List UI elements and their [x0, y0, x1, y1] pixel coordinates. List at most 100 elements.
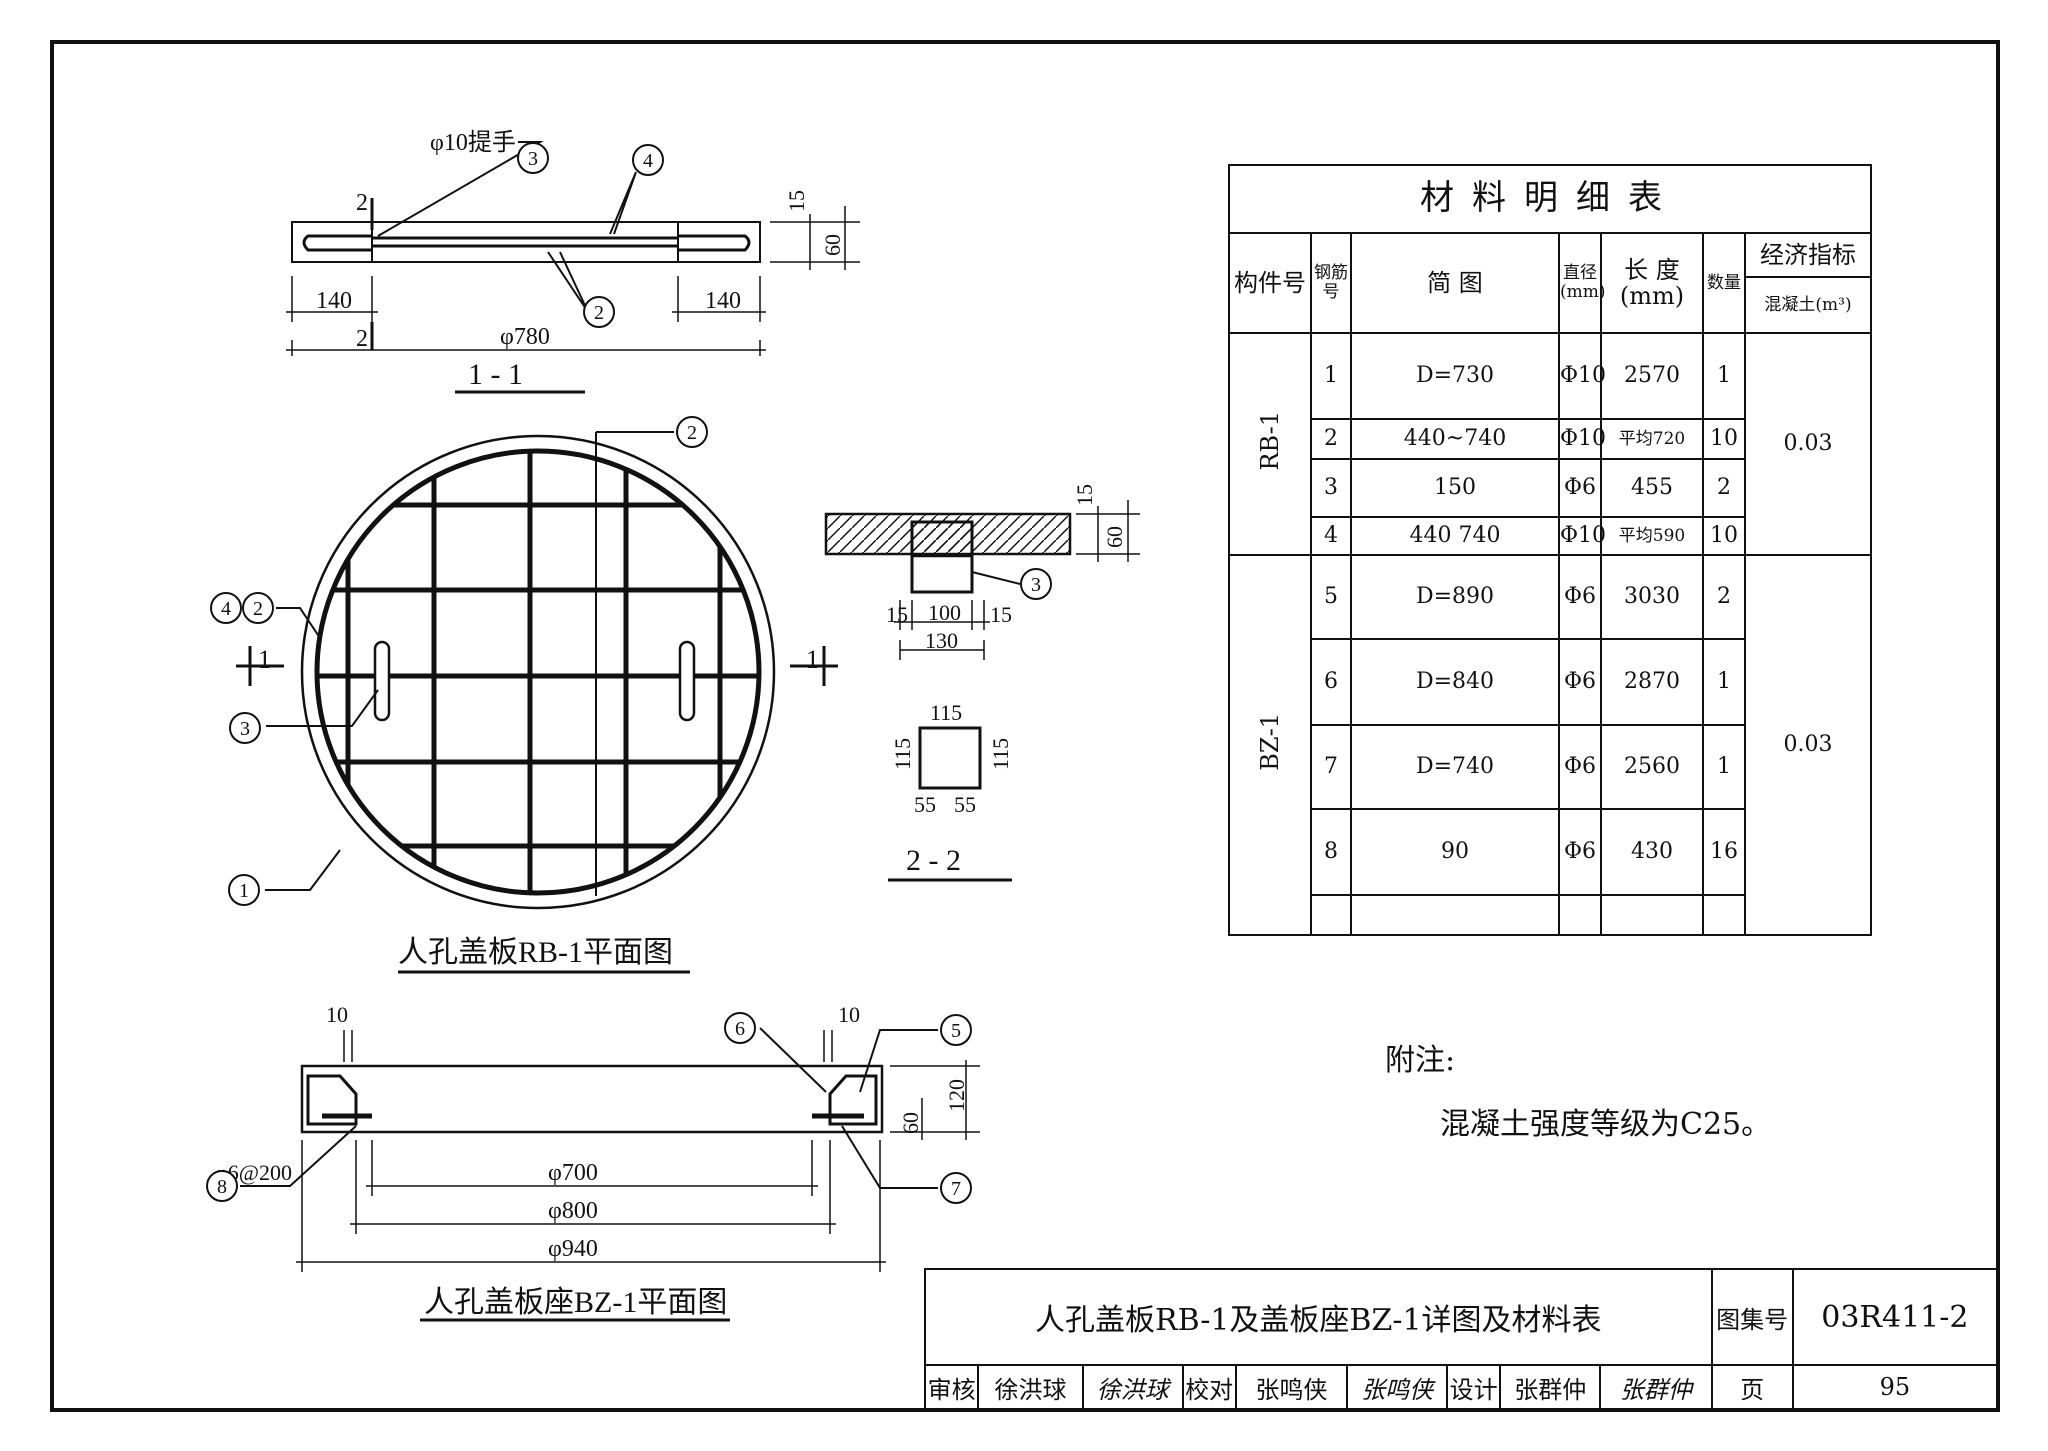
section-2-2-view	[824, 500, 1140, 882]
quantity: 1	[1702, 638, 1746, 726]
cut-mark-2-top: 2	[356, 190, 368, 216]
callout-circle	[229, 712, 261, 744]
header-diameter: 直径(mm)	[1558, 232, 1606, 334]
bar-no: 8	[1310, 808, 1352, 896]
callout-3: 3	[1031, 574, 1041, 596]
diameter: Φ6	[1558, 638, 1602, 726]
checker-signature: 张鸣侠	[1346, 1364, 1448, 1410]
table-row: 8 90 Φ6 430 16	[1229, 808, 1871, 896]
sketch: D=840	[1350, 638, 1560, 726]
dim-2-2-115-left: 115	[890, 738, 915, 770]
sketch: 150	[1350, 458, 1560, 518]
length: 2570	[1600, 332, 1704, 420]
bar-no: 2	[1310, 418, 1352, 460]
callout-2: 2	[687, 422, 697, 444]
length: 2870	[1600, 638, 1704, 726]
plan-rb1-title: 人孔盖板RB-1平面图	[398, 936, 673, 969]
dim-15: 15	[784, 190, 809, 212]
dim-bz1-940: φ940	[548, 1236, 598, 1262]
dim-bz1-800: φ800	[548, 1198, 598, 1224]
header-member: 构件号	[1228, 232, 1312, 334]
dim-2-2-115-right: 115	[988, 738, 1013, 770]
section-2-2-title: 2 - 2	[906, 844, 961, 877]
bar-no: 5	[1310, 554, 1352, 640]
header-bar-no: 钢筋号	[1310, 232, 1352, 334]
table-row: 7 D=740 Φ6 2560 1	[1229, 724, 1871, 810]
material-table: 材料明细表 构件号 钢筋号 简 图 直径(mm) 长 度(mm) 数量 经济指标…	[1227, 164, 1873, 936]
callout-3: 3	[240, 718, 250, 740]
diameter: Φ6	[1558, 554, 1602, 640]
table-row: 4 440 740 Φ10 平均590 10	[1229, 516, 1871, 556]
diameter: Φ10	[1558, 418, 1606, 460]
atlas-number: 03R411-2	[1791, 1268, 1999, 1366]
design-label: 设计	[1445, 1364, 1502, 1410]
notes: 附注: 混凝土强度等级为C25。	[1385, 1035, 1771, 1163]
callout-circle	[1020, 568, 1052, 600]
header-length: 长 度(mm)	[1600, 232, 1704, 334]
check-label: 校对	[1181, 1364, 1237, 1410]
dim-2-2-55b: 55	[954, 792, 976, 817]
bar-no: 3	[1310, 458, 1352, 518]
dim-2-2-100: 100	[928, 600, 961, 625]
callout-circle	[632, 144, 664, 176]
callout-circle	[228, 874, 260, 906]
cut-mark-2-bottom: 2	[356, 326, 368, 352]
notes-heading: 附注:	[1385, 1043, 1456, 1078]
callout-circle	[676, 416, 708, 448]
callout-circle	[724, 1012, 756, 1044]
reviewer-name: 徐洪球	[977, 1364, 1084, 1410]
diameter: Φ6	[1558, 458, 1602, 518]
dim-2-2-15b: 15	[990, 602, 1012, 627]
bar-no: 4	[1310, 516, 1352, 556]
plan-rb1-view	[236, 431, 838, 974]
dim-bz1-120: 120	[944, 1079, 969, 1112]
material-table-caption: 材料明细表	[1227, 164, 1873, 234]
plan-bz1-title: 人孔盖板座BZ-1平面图	[424, 1286, 727, 1319]
callout-circle	[940, 1172, 972, 1204]
callout-8: 8	[217, 1176, 227, 1198]
page-number: 95	[1791, 1364, 1999, 1410]
sketch: D=890	[1350, 554, 1560, 640]
callout-3: 3	[528, 148, 538, 170]
member-bz1: BZ-1	[1255, 713, 1284, 771]
bar-no: 7	[1310, 724, 1352, 810]
notes-line-1: 混凝土强度等级为C25。	[1440, 1107, 1772, 1142]
quantity: 2	[1702, 554, 1746, 640]
length: 平均720	[1600, 418, 1704, 460]
dim-2-2-15c: 15	[1072, 484, 1097, 506]
callout-5: 5	[951, 1020, 961, 1042]
length: 2560	[1600, 724, 1704, 810]
header-econ: 经济指标	[1743, 232, 1873, 278]
concrete-volume: 0.03	[1743, 554, 1873, 936]
dim-780: φ780	[500, 324, 550, 350]
dim-60: 60	[820, 234, 845, 256]
sketch: D=730	[1350, 332, 1560, 420]
callout-7: 7	[951, 1178, 961, 1200]
section-1-1-view	[286, 141, 860, 394]
length: 平均590	[1600, 516, 1704, 556]
dim-bz1-10a: 10	[326, 1002, 348, 1027]
review-label: 审核	[923, 1364, 980, 1410]
callout-4: 4	[643, 150, 653, 172]
callout-1: 1	[239, 880, 249, 902]
length: 455	[1600, 458, 1704, 518]
bar-no: 1	[1310, 332, 1352, 420]
quantity: 2	[1702, 458, 1746, 518]
drawing-frame	[50, 40, 2000, 1412]
diameter: Φ10	[1558, 332, 1606, 420]
callout-circle	[210, 592, 242, 624]
header-concrete: 混凝土(m³)	[1743, 276, 1873, 334]
concrete-volume: 0.03	[1743, 332, 1873, 556]
table-row: RB-1 1 D=730 Φ10 2570 1 0.03	[1228, 332, 1873, 556]
dim-2-2-130: 130	[925, 628, 958, 653]
cut-mark-1-right: 1	[806, 645, 819, 674]
diameter: Φ10	[1558, 516, 1606, 556]
callout-4: 4	[221, 598, 231, 620]
sketch: D=740	[1350, 724, 1560, 810]
callout-circle	[206, 1170, 238, 1202]
bar-no: 6	[1310, 638, 1352, 726]
section-1-1-title: 1 - 1	[468, 358, 523, 391]
callout-circle	[583, 296, 615, 328]
diameter: Φ6	[1558, 724, 1602, 810]
